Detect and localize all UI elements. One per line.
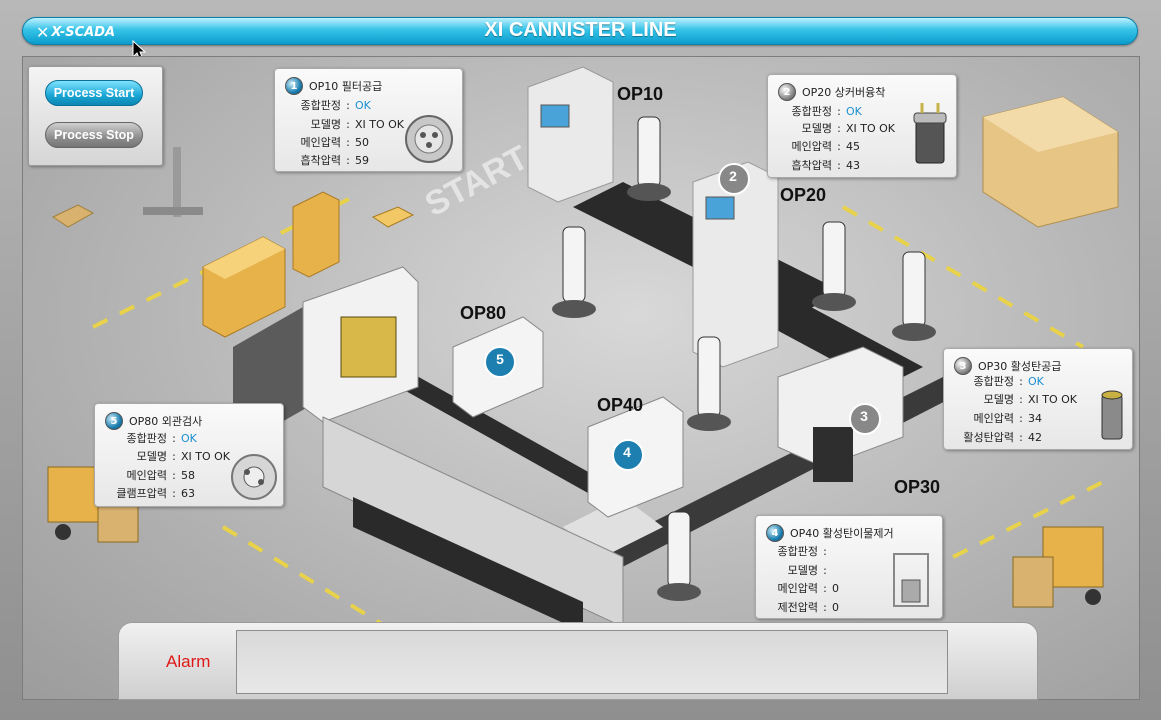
station-badge-icon: 4 [766, 524, 784, 542]
app-logo: ✕ X-SCADA [36, 22, 116, 42]
title-bar [22, 17, 1138, 45]
station-badge-icon: 2 [778, 83, 796, 101]
panel-header: 3 OP30 활성탄공급 [954, 357, 1061, 375]
info-panel-op20: 2 OP20 상커버융착 종합판정:OK 모델명:XI TO OK 메인압력:4… [767, 74, 957, 178]
logo-mark-icon: ✕ [36, 22, 50, 42]
process-control-panel: Process Start Process Stop [28, 66, 163, 166]
panel-title: OP80 외관검사 [129, 415, 203, 428]
info-panel-op80: 5 OP80 외관검사 종합판정:OK 모델명:XI TO OK 메인압력:58… [94, 403, 284, 507]
right-boxes [982, 96, 1119, 228]
station-markers [484, 163, 881, 471]
panel-header: 1 OP10 필터공급 [285, 77, 382, 95]
info-panel-op10: 1 OP10 필터공급 종합판정:OK 모델명:XI TO OK 메인압력:50… [274, 68, 463, 172]
inspection-part-icon [231, 454, 277, 500]
filter-part-icon [405, 115, 453, 163]
alarm-message-box[interactable] [236, 630, 948, 694]
cover-part-icon [913, 103, 947, 164]
carbon-canister-icon [1101, 390, 1123, 440]
info-panel-op40: 4 OP40 활성탄이물제거 종합판정: 모델명: 메인압력:0 제전압력:0 [755, 515, 943, 619]
cabinets [527, 66, 779, 368]
panel-header: 4 OP40 활성탄이물제거 [766, 524, 894, 542]
panel-header: 5 OP80 외관검사 [105, 412, 202, 430]
station-label-op10: OP10 [617, 84, 664, 104]
page-title: XI CANNISTER LINE [484, 19, 677, 41]
marker-op80: 5 [496, 351, 504, 367]
station-badge-icon: 3 [954, 357, 972, 375]
alarm-label: Alarm [166, 652, 211, 671]
inspection-tunnel [233, 266, 624, 632]
station-label-op20: OP20 [780, 185, 827, 205]
panel-title: OP20 상커버융착 [802, 86, 886, 99]
station-label-op40: OP40 [597, 395, 644, 415]
info-panel-op30: 3 OP30 활성탄공급 종합판정:OK 모델명:XI TO OK 메인압력:3… [943, 348, 1133, 450]
marker-op20: 2 [729, 168, 737, 184]
process-stop-button[interactable]: Process Stop [45, 122, 143, 148]
panel-header: 2 OP20 상커버융착 [778, 83, 885, 101]
panel-title: OP10 필터공급 [309, 80, 383, 93]
logo-text: X-SCADA [51, 24, 116, 40]
left-storage [51, 147, 415, 338]
station-label-op30: OP30 [894, 477, 941, 497]
robots [552, 116, 936, 601]
cleaning-unit-icon [893, 553, 929, 607]
process-start-button[interactable]: Process Start [45, 80, 143, 106]
station-label-op80: OP80 [460, 303, 507, 323]
panel-title: OP30 활성탄공급 [978, 360, 1062, 373]
station-badge-icon: 5 [105, 412, 123, 430]
panel-title: OP40 활성탄이물제거 [790, 527, 894, 540]
station-badge-icon: 1 [285, 77, 303, 95]
marker-op40: 4 [623, 444, 631, 460]
marker-op30: 3 [860, 408, 868, 424]
